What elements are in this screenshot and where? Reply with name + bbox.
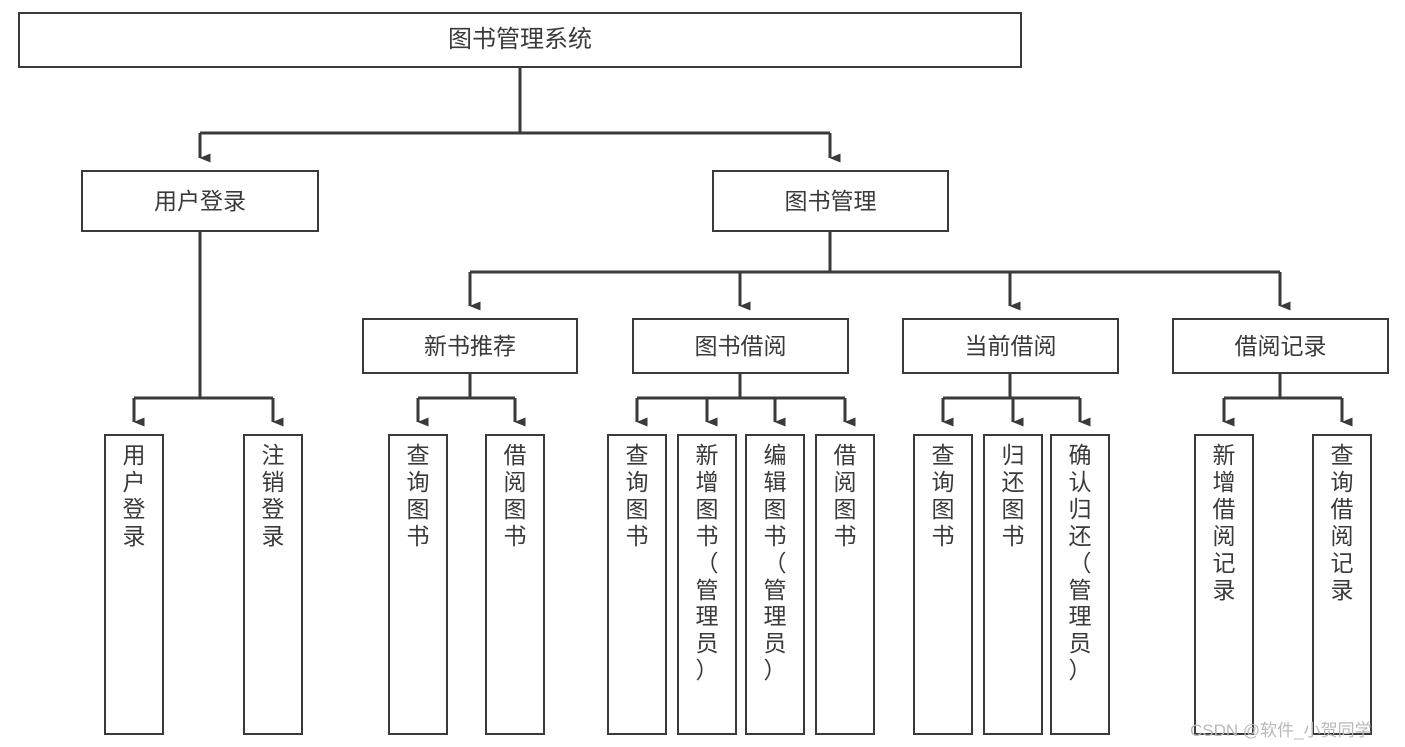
node-leaf-edit-book-label: 编 辑 图 书 （ 管 理 员 ）: [763, 442, 787, 684]
node-current-borrow[interactable]: 当前借阅: [902, 318, 1119, 374]
node-leaf-return-book-label: 归 还 图 书: [1001, 442, 1025, 549]
node-leaf-query-book-3-label: 查 询 图 书: [931, 442, 955, 549]
node-book-borrow[interactable]: 图书借阅: [632, 318, 849, 374]
node-leaf-query-book-3[interactable]: 查 询 图 书: [913, 434, 973, 735]
watermark-csdn: CSDN @软件_小贺同学: [1190, 721, 1372, 740]
node-leaf-borrow-book-1-label: 借 阅 图 书: [503, 442, 527, 549]
node-leaf-query-book-2-label: 查 询 图 书: [625, 442, 649, 549]
node-leaf-user-login-label: 用 户 登 录: [122, 442, 146, 549]
node-book-manage-label: 图书管理: [784, 187, 877, 214]
node-leaf-query-borrow-record[interactable]: 查 询 借 阅 记 录: [1312, 434, 1372, 735]
node-leaf-add-book[interactable]: 新 增 图 书 （ 管 理 员 ）: [677, 434, 737, 735]
node-user-login-label: 用户登录: [154, 187, 246, 214]
node-root-system[interactable]: 图书管理系统: [18, 12, 1022, 68]
node-leaf-borrow-book-1[interactable]: 借 阅 图 书: [485, 434, 545, 735]
node-leaf-query-book-2[interactable]: 查 询 图 书: [607, 434, 667, 735]
node-leaf-return-book[interactable]: 归 还 图 书: [983, 434, 1043, 735]
node-leaf-borrow-book-2[interactable]: 借 阅 图 书: [815, 434, 875, 735]
node-leaf-query-borrow-record-label: 查 询 借 阅 记 录: [1330, 442, 1354, 603]
node-leaf-add-borrow-record-label: 新 增 借 阅 记 录: [1212, 442, 1236, 603]
node-root-system-label: 图书管理系统: [448, 26, 592, 53]
node-current-borrow-label: 当前借阅: [964, 332, 1057, 359]
node-book-borrow-label: 图书借阅: [694, 332, 787, 359]
node-leaf-logout[interactable]: 注 销 登 录: [243, 434, 303, 735]
node-leaf-query-book-1[interactable]: 查 询 图 书: [388, 434, 448, 735]
node-leaf-logout-label: 注 销 登 录: [261, 442, 285, 549]
node-leaf-user-login[interactable]: 用 户 登 录: [104, 434, 164, 735]
node-leaf-confirm-return-label: 确 认 归 还 （ 管 理 员 ）: [1068, 442, 1092, 684]
node-leaf-confirm-return[interactable]: 确 认 归 还 （ 管 理 员 ）: [1050, 434, 1110, 735]
node-new-book-recommend[interactable]: 新书推荐: [362, 318, 578, 374]
node-borrow-record-label: 借阅记录: [1234, 332, 1327, 359]
node-user-login[interactable]: 用户登录: [81, 170, 319, 232]
node-new-book-recommend-label: 新书推荐: [424, 332, 516, 359]
node-book-manage[interactable]: 图书管理: [712, 170, 949, 232]
node-leaf-borrow-book-2-label: 借 阅 图 书: [833, 442, 857, 549]
node-leaf-edit-book[interactable]: 编 辑 图 书 （ 管 理 员 ）: [745, 434, 805, 735]
node-borrow-record[interactable]: 借阅记录: [1172, 318, 1389, 374]
node-leaf-query-book-1-label: 查 询 图 书: [406, 442, 430, 549]
node-leaf-add-borrow-record[interactable]: 新 增 借 阅 记 录: [1194, 434, 1254, 735]
node-leaf-add-book-label: 新 增 图 书 （ 管 理 员 ）: [695, 442, 719, 684]
